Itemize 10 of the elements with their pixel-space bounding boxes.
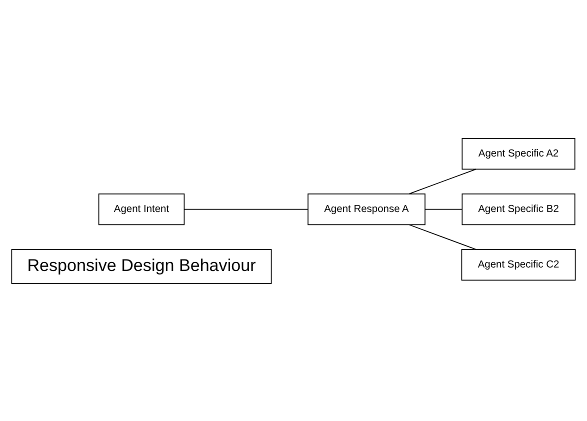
node-box: Agent Response A: [308, 193, 426, 225]
node-box: Agent Specific C2: [461, 248, 576, 280]
node-box: Agent Specific B2: [462, 193, 576, 225]
connector: [184, 208, 308, 210]
node-box: Agent Specific A2: [462, 137, 576, 170]
node-box: Agent Intent: [98, 193, 185, 225]
node-box: Responsive Design Behaviour: [11, 248, 272, 284]
connector: [408, 224, 476, 250]
connector: [408, 168, 476, 194]
connector: [424, 208, 463, 210]
